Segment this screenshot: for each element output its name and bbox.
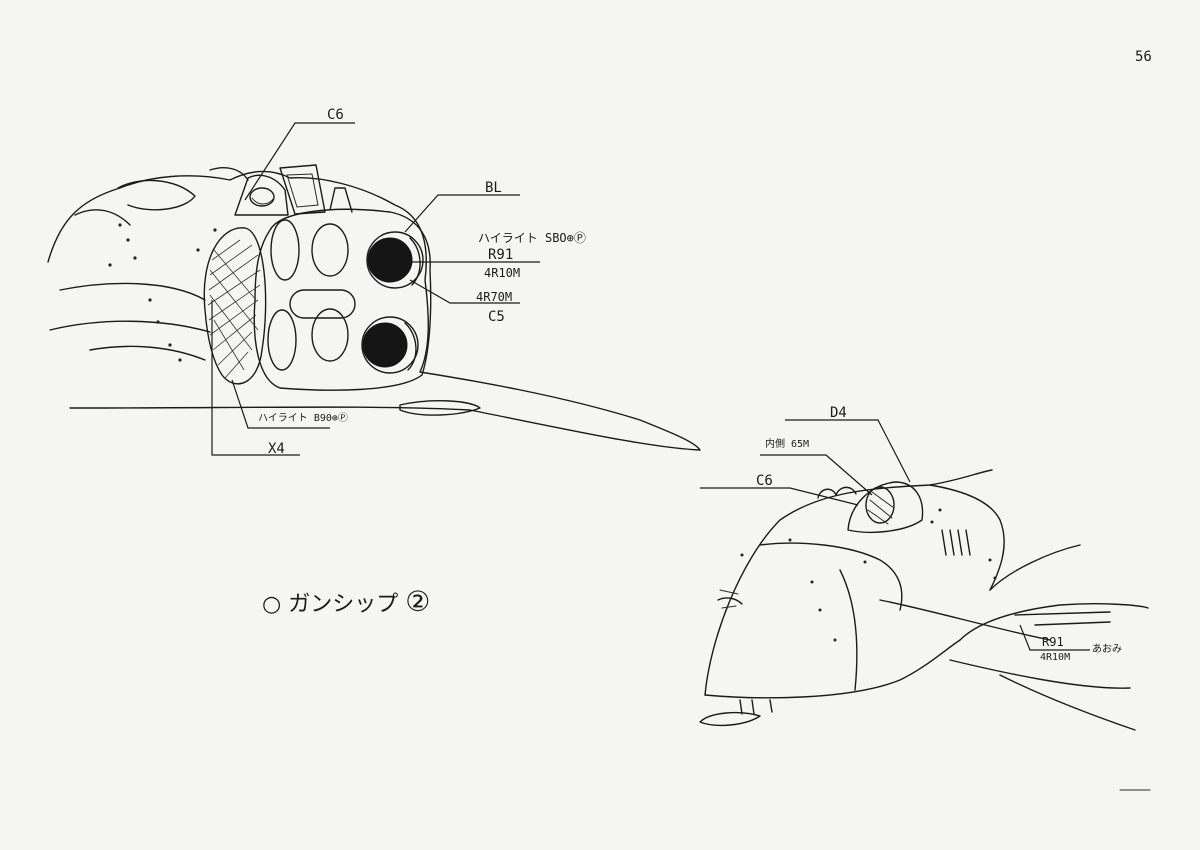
label-x4: X4 — [268, 441, 285, 457]
label-r91-front: R91 — [488, 247, 514, 263]
rivets-rear — [740, 508, 997, 642]
label-bl: BL — [485, 180, 502, 196]
label-highlight-b90: ハイライト B90⊕Ⓟ — [258, 413, 348, 424]
label-c6-rear: C6 — [756, 473, 773, 489]
gunship-rear-drawing — [699, 419, 1149, 731]
label-inner-65m: 内側 65M — [765, 439, 810, 450]
hatch-shading — [207, 239, 261, 379]
label-highlight-sbo: ハイライト SBO⊕Ⓟ — [478, 231, 586, 245]
label-4r70m: 4R70M — [476, 290, 513, 304]
label-4r10m-rear: 4R10M — [1040, 652, 1071, 663]
label-c5: C5 — [488, 309, 505, 325]
title-number: ② — [405, 585, 431, 618]
label-c6-front: C6 — [327, 107, 344, 123]
gunship-front-drawing — [47, 122, 701, 456]
title-text: ガンシップ — [288, 592, 399, 617]
sheet-title: ○ ガンシップ ② — [262, 585, 430, 618]
label-r91-rear: R91 — [1042, 635, 1064, 649]
rivets-front — [108, 223, 217, 362]
label-4r10m-front: 4R10M — [484, 266, 521, 280]
page-number: 56 — [1135, 49, 1152, 65]
label-aomi: あおみ — [1092, 644, 1122, 655]
title-prefix: ○ — [262, 592, 282, 617]
label-d4: D4 — [830, 405, 847, 421]
